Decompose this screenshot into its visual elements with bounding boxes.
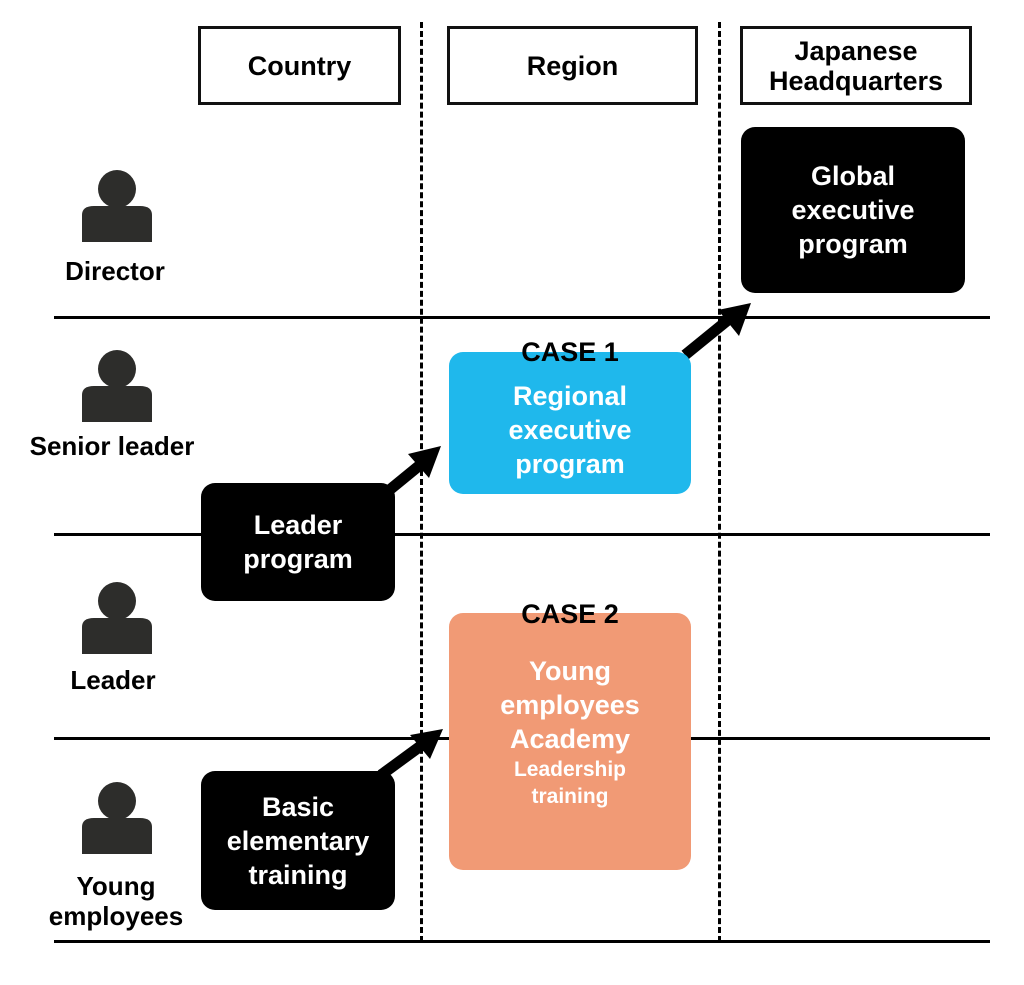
program-leader: Leader program bbox=[201, 483, 395, 601]
program-label-line: Leader bbox=[253, 510, 343, 540]
role-label-director: Director bbox=[10, 256, 220, 287]
row-divider-director bbox=[54, 316, 990, 319]
program-label-line: elementary bbox=[226, 825, 370, 856]
role-label-text-line-1: Young bbox=[76, 871, 156, 901]
person-icon bbox=[82, 170, 152, 242]
program-sub-label-line: Leadership bbox=[513, 757, 627, 781]
column-header-label: Country bbox=[247, 50, 352, 81]
role-label-text: Senior leader bbox=[29, 431, 195, 461]
program-label-line: training bbox=[248, 859, 348, 890]
program-label-line: Basic bbox=[261, 791, 335, 822]
row-divider-young bbox=[54, 940, 990, 943]
program-label-line: program bbox=[798, 229, 908, 259]
column-header-label: Region bbox=[526, 50, 619, 81]
column-header-label-line-2: Headquarters bbox=[768, 65, 944, 96]
role-label-text: Leader bbox=[70, 665, 156, 695]
role-label-senior-leader: Senior leader bbox=[7, 431, 217, 462]
program-label-line: Global bbox=[810, 161, 895, 191]
arrow-leader-to-regional bbox=[383, 446, 441, 497]
column-divider-region-hq bbox=[718, 22, 721, 942]
program-basic-elementary-training: Basic elementary training bbox=[201, 771, 395, 910]
program-label-line: program bbox=[243, 544, 353, 574]
program-label-line: executive bbox=[508, 415, 632, 445]
program-label-line: Regional bbox=[512, 381, 627, 411]
column-divider-country-region bbox=[420, 22, 423, 942]
role-label-text-line-2: employees bbox=[48, 901, 184, 931]
person-icon bbox=[82, 350, 152, 422]
program-label-line: employees bbox=[500, 689, 640, 720]
program-global-executive: Global executive program bbox=[741, 127, 965, 293]
role-label-young-employees: Young employees bbox=[11, 871, 221, 931]
program-regional-executive: Regional executive program bbox=[449, 352, 691, 494]
column-header-region: Region bbox=[447, 26, 698, 105]
program-label-line: Academy bbox=[509, 723, 631, 754]
program-label-line: Young bbox=[529, 655, 611, 686]
program-label-line: program bbox=[515, 449, 625, 479]
row-divider-senior-leader bbox=[54, 533, 990, 536]
case-2-label: CASE 2 bbox=[521, 599, 619, 629]
program-young-employees-academy: Young employees Academy Leadership train… bbox=[449, 613, 691, 870]
column-header-label-line-1: Japanese bbox=[794, 35, 918, 66]
role-label-text: Director bbox=[65, 256, 165, 286]
program-label-line: executive bbox=[791, 195, 915, 225]
case-1-label: CASE 1 bbox=[521, 337, 619, 367]
column-header-japanese-hq: Japanese Headquarters bbox=[740, 26, 972, 105]
program-sub-label-line: training bbox=[531, 784, 609, 808]
column-header-country: Country bbox=[198, 26, 401, 105]
arrow-basic-to-academy bbox=[377, 729, 443, 780]
person-icon bbox=[82, 582, 152, 654]
role-label-leader: Leader bbox=[8, 665, 218, 696]
person-icon bbox=[82, 782, 152, 854]
